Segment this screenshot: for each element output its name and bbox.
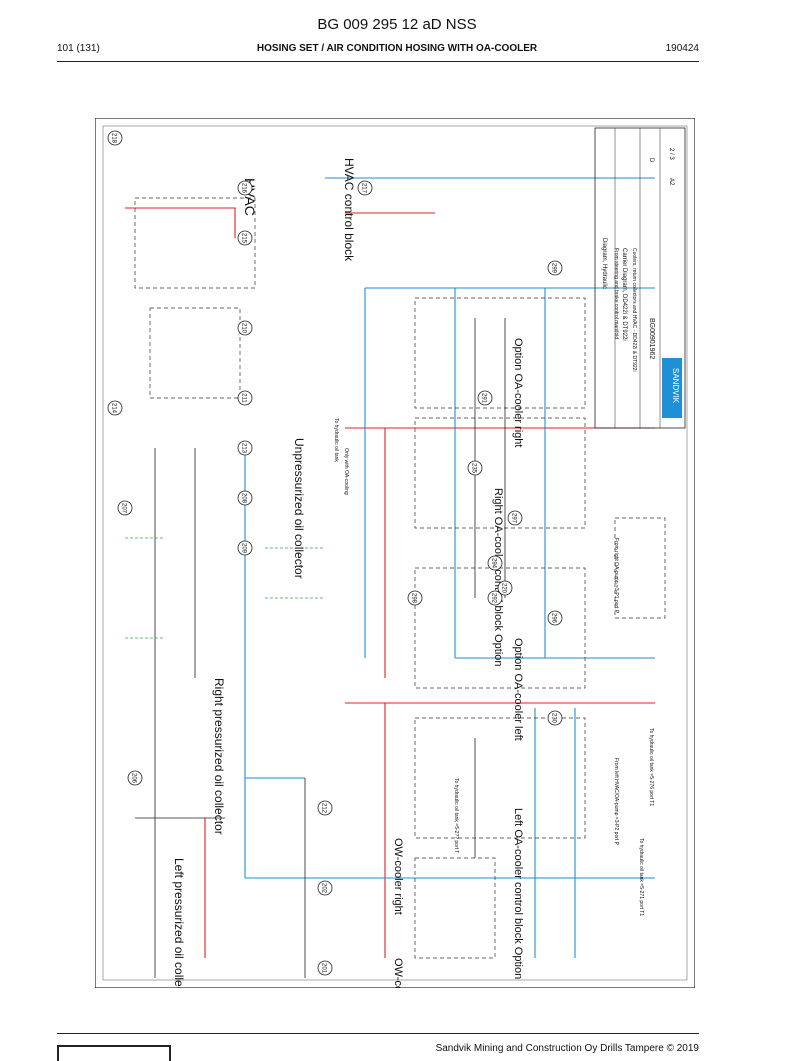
title-block-text: BG00901962	[648, 318, 655, 359]
label-ow_left: OW-cooler left	[392, 958, 404, 988]
balloon-217: 217	[357, 180, 373, 196]
title-block-text: Carrier Diagram, DD422i & DT922i	[621, 248, 627, 341]
note: To hydraulic oil tank	[333, 418, 339, 462]
note: To hydraulic oil tank =5-2?? port T	[453, 778, 459, 853]
balloon-220: 220	[497, 580, 513, 596]
pilot-lines	[125, 537, 325, 639]
label-oa_left: Option OA-cooler left	[512, 638, 524, 741]
balloon-206: 206	[127, 770, 143, 786]
svg-text:217: 217	[361, 183, 367, 194]
section-title: HOSING SET / AIR CONDITION HOSING WITH O…	[256, 43, 538, 54]
note: From left HVAC/OA-pump =3-P2 port P	[613, 758, 619, 846]
footer-copyright: Sandvik Mining and Construction Oy Drill…	[435, 1043, 699, 1054]
balloon-214: 214	[107, 400, 123, 416]
svg-text:220: 220	[501, 583, 507, 594]
balloon-202: 202	[317, 880, 333, 896]
title-block-text: 2 / 3	[668, 148, 674, 160]
svg-text:209: 209	[241, 543, 247, 554]
header-rule	[57, 61, 699, 62]
ink-lines	[135, 318, 506, 978]
document-date: 190424	[665, 43, 699, 54]
svg-text:216: 216	[241, 183, 247, 194]
reference-balloons: 218 216 217 215 214 210 211 213 207 208 209 206 212 2…	[107, 130, 563, 976]
return-lines	[244, 177, 655, 958]
balloon-201: 201	[317, 960, 333, 976]
balloon-212: 212	[317, 800, 333, 816]
balloon-209: 209	[237, 540, 253, 556]
label-oa_right: Option OA-cooler right	[512, 338, 524, 447]
balloon-296: 296	[547, 610, 563, 626]
balloon-216: 216	[237, 180, 253, 196]
note: Only with OA-cooling	[343, 448, 349, 495]
label-hvac_block: HVAC control block	[342, 158, 356, 262]
svg-text:207: 207	[121, 503, 127, 514]
balloon-230: 230	[547, 710, 563, 726]
drawing-inner-frame	[102, 125, 688, 981]
svg-text:212: 212	[321, 803, 327, 814]
label-right_pc: Right pressurized oil collector	[212, 678, 226, 835]
diagram-notes: To hydraulic oil tank =5-276 port T1 To h…	[333, 248, 654, 916]
svg-text:296: 296	[551, 613, 557, 624]
balloon-211: 211	[237, 390, 253, 406]
svg-text:202: 202	[321, 883, 327, 894]
svg-text:210: 210	[241, 323, 247, 334]
balloon-291: 291	[477, 390, 493, 406]
balloon-235: 235	[467, 460, 483, 476]
label-oa_left_cb: Left OA-cooler control block Option	[512, 808, 524, 979]
document-title: BG 009 295 12 aD NSS	[317, 16, 477, 33]
svg-text:211: 211	[241, 393, 247, 403]
svg-text:235: 235	[471, 463, 477, 474]
balloon-215: 215	[237, 230, 253, 246]
label-oa_right_cb: Right OA-cooler control block Option	[492, 488, 504, 667]
svg-text:292: 292	[491, 593, 497, 604]
svg-text:208: 208	[241, 493, 247, 504]
svg-text:297: 297	[511, 513, 517, 524]
balloon-218: 218	[107, 130, 123, 146]
balloon-299: 299	[547, 260, 563, 276]
title-block-text: Diagram, Hydraulic	[601, 238, 607, 289]
pressure-lines	[125, 207, 655, 958]
svg-text:218: 218	[111, 133, 117, 144]
svg-text:291: 291	[481, 393, 487, 404]
svg-text:299: 299	[551, 263, 557, 274]
label-left_pc: Left pressurized oil collector	[172, 858, 186, 988]
svg-text:206: 206	[131, 773, 137, 784]
balloon-207: 207	[117, 500, 133, 516]
svg-text:201: 201	[321, 963, 327, 974]
label-unpress: Unpressurized oil collector	[292, 438, 306, 579]
note: To hydraulic oil tank =5-276 port T1	[648, 728, 654, 806]
title-block-text: Coolers, return collectors and HVAC - DD…	[631, 248, 637, 372]
title-block-text: A2	[668, 178, 674, 186]
svg-text:213: 213	[241, 443, 247, 454]
title-block-text: SANDVIK	[671, 368, 680, 404]
title-block	[594, 127, 686, 429]
balloon-298: 298	[407, 590, 423, 606]
page-number: 101 (131)	[57, 43, 100, 54]
note: From right OA-pump =3-P1 port P	[613, 538, 619, 614]
balloon-208: 208	[237, 490, 253, 506]
balloon-294: 294	[487, 555, 503, 571]
svg-text:230: 230	[551, 713, 557, 724]
balloon-292: 292	[487, 590, 503, 606]
svg-text:294: 294	[491, 558, 497, 569]
note: From steering and brake control manifold	[613, 248, 619, 339]
balloon-297: 297	[507, 510, 523, 526]
footer-rule	[57, 1033, 699, 1034]
company-logo	[57, 1045, 171, 1061]
balloon-210: 210	[237, 320, 253, 336]
note: To hydraulic oil tank =5-271 port T1	[638, 838, 644, 916]
label-ow_right: OW-cooler right	[392, 838, 404, 915]
svg-text:298: 298	[411, 593, 417, 604]
svg-text:214: 214	[111, 403, 117, 414]
title-block-text: D	[648, 158, 654, 163]
balloon-213: 213	[237, 440, 253, 456]
svg-text:215: 215	[241, 233, 247, 244]
